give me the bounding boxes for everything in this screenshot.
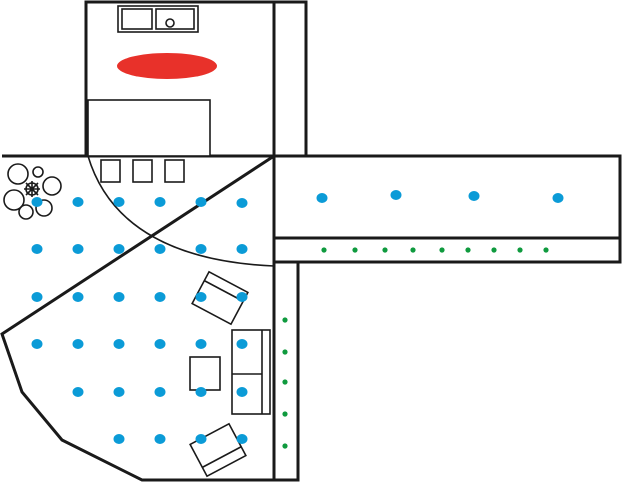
blue-dot-downlight-icon <box>113 292 125 302</box>
green-dot-led-icon <box>517 247 523 253</box>
blue-dot-downlight-icon <box>468 191 480 201</box>
blue-dot-downlight-icon <box>154 244 166 254</box>
led-channel-horizontal <box>272 236 622 264</box>
blue-dot-downlight-icon <box>113 387 125 397</box>
blue-dot-downlight-icon <box>236 387 248 397</box>
blue-dot-downlight-icon <box>154 292 166 302</box>
kitchen-island <box>87 99 211 157</box>
blue-dot-downlight-icon <box>316 193 328 203</box>
armchair-icon <box>189 422 247 478</box>
blue-dot-downlight-icon <box>31 292 43 302</box>
blue-dot-downlight-icon <box>195 197 207 207</box>
blue-dot-downlight-icon <box>154 197 166 207</box>
red-oval-pendant-icon <box>117 53 217 79</box>
blue-dot-downlight-icon <box>236 198 248 208</box>
blue-dot-downlight-icon <box>552 193 564 203</box>
blue-dot-downlight-icon <box>154 387 166 397</box>
blue-dot-downlight-icon <box>236 244 248 254</box>
green-dot-led-icon <box>282 349 288 355</box>
blue-dot-downlight-icon <box>113 434 125 444</box>
blue-dot-downlight-icon <box>72 292 84 302</box>
green-dot-led-icon <box>491 247 497 253</box>
green-dot-led-icon <box>543 247 549 253</box>
blue-dot-downlight-icon <box>31 197 43 207</box>
blue-dot-downlight-icon <box>195 292 207 302</box>
green-dot-led-icon <box>439 247 445 253</box>
led-channel-vertical <box>272 260 300 482</box>
sink-icon <box>117 5 199 33</box>
stool-icon <box>100 159 121 183</box>
blue-dot-downlight-icon <box>113 244 125 254</box>
curved-partition <box>87 155 275 267</box>
stool-icon <box>164 159 185 183</box>
led-strip-lights <box>282 247 549 449</box>
blue-dot-downlight-icon <box>113 339 125 349</box>
kitchen-side-strip <box>272 0 308 158</box>
green-dot-led-icon <box>382 247 388 253</box>
blue-dot-downlight-icon <box>236 339 248 349</box>
stool-icon <box>132 159 153 183</box>
green-dot-led-icon <box>282 317 288 323</box>
green-dot-led-icon <box>352 247 358 253</box>
blue-dot-downlight-icon <box>195 244 207 254</box>
blue-dot-downlight-icon <box>236 292 248 302</box>
green-dot-led-icon <box>321 247 327 253</box>
blue-dot-downlight-icon <box>390 190 402 200</box>
blue-dot-downlight-icon <box>72 387 84 397</box>
ceiling-lights <box>31 190 564 444</box>
blue-dot-downlight-icon <box>236 434 248 444</box>
blue-dot-downlight-icon <box>31 339 43 349</box>
blue-dot-downlight-icon <box>195 387 207 397</box>
green-dot-led-icon <box>465 247 471 253</box>
green-dot-led-icon <box>410 247 416 253</box>
side-table-icon <box>189 356 221 391</box>
blue-dot-downlight-icon <box>72 339 84 349</box>
plant-icon <box>3 163 62 220</box>
green-dot-led-icon <box>282 411 288 417</box>
blue-dot-downlight-icon <box>72 244 84 254</box>
blue-dot-downlight-icon <box>31 244 43 254</box>
green-dot-led-icon <box>282 379 288 385</box>
blue-dot-downlight-icon <box>154 434 166 444</box>
blue-dot-downlight-icon <box>113 197 125 207</box>
green-dot-led-icon <box>282 443 288 449</box>
blue-dot-downlight-icon <box>154 339 166 349</box>
blue-dot-downlight-icon <box>72 197 84 207</box>
blue-dot-downlight-icon <box>195 434 207 444</box>
blue-dot-downlight-icon <box>195 339 207 349</box>
